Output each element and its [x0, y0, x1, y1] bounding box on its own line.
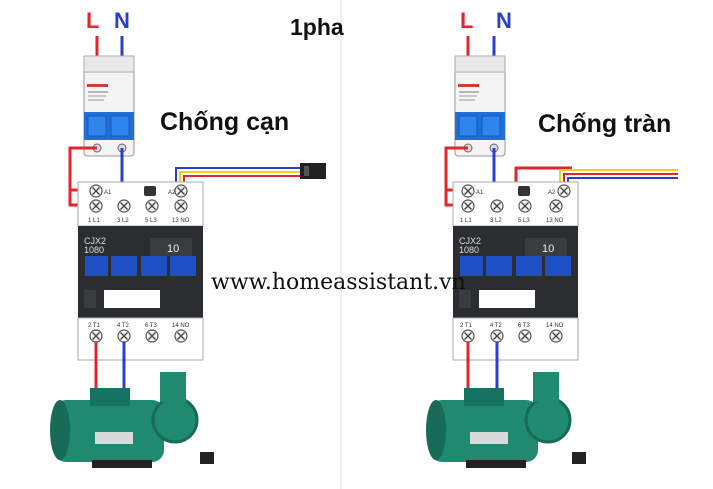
website-watermark: www.homeassistant.vn: [211, 270, 466, 295]
right-wire-L-label: L: [460, 8, 474, 33]
right-terminal-label: 4 T2: [490, 323, 503, 329]
right-contactor-model-line1: CJX2: [459, 236, 481, 246]
left-terminal-label: 1 L1: [88, 218, 100, 224]
left-terminal-label: 13 NO: [172, 218, 190, 224]
left-contactor: [77, 181, 204, 361]
right-terminal-label: 1 L1: [460, 218, 472, 224]
left-terminal-label: 5 L3: [145, 218, 157, 224]
left-float-sensor: [300, 163, 326, 179]
right-contactor-rating: 10: [542, 243, 554, 255]
left-circuit-breaker: [83, 55, 135, 157]
right-panel: [426, 36, 678, 468]
left-panel-label: Chống cạn: [160, 108, 290, 136]
right-terminal-label: 2 T1: [460, 323, 473, 329]
right-circuit-breaker: [454, 55, 506, 157]
left-contactor-model-line2: 1080: [84, 245, 104, 255]
diagram-title: 1pha: [290, 14, 344, 40]
right-terminal-label: 14 NO: [546, 323, 564, 329]
right-contactor: [452, 181, 579, 361]
left-terminal-label: 6 T3: [145, 323, 158, 329]
right-terminal-label: 6 T3: [518, 323, 531, 329]
left-coil-label: A2: [168, 190, 176, 196]
right-terminal-label: 3 L2: [490, 218, 502, 224]
left-water-pump: [50, 372, 214, 468]
right-water-pump: [426, 372, 586, 468]
right-coil-label: A2: [548, 190, 556, 196]
left-contactor-model-line1: CJX2: [84, 236, 106, 246]
right-terminal-label: 13 NO: [546, 218, 564, 224]
left-terminal-label: 4 T2: [117, 323, 130, 329]
right-coil-label: A1: [476, 190, 484, 196]
left-wire-N-label: N: [114, 8, 130, 33]
right-terminal-label: 5 L3: [518, 218, 530, 224]
panel-divider: [340, 0, 342, 489]
left-contactor-rating: 10: [167, 243, 179, 255]
right-contactor-model-line2: 1080: [459, 245, 479, 255]
left-panel: [50, 36, 326, 468]
left-terminal-label: 3 L2: [117, 218, 129, 224]
left-terminal-label: 14 NO: [172, 323, 190, 329]
right-wire-N-label: N: [496, 8, 512, 33]
left-coil-label: A1: [104, 190, 112, 196]
left-wire-L-label: L: [86, 8, 100, 33]
left-terminal-label: 2 T1: [88, 323, 101, 329]
right-panel-label: Chống tràn: [538, 110, 672, 138]
